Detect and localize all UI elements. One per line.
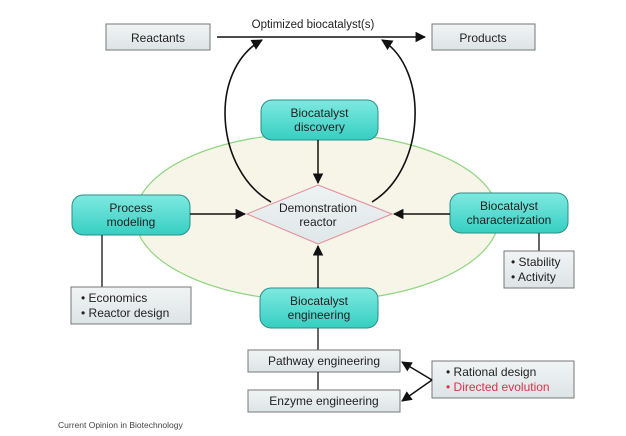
note-stability: • Stability (511, 255, 561, 269)
biocatalyst-discovery-line1: Biocatalyst (290, 106, 349, 120)
note-rational-design: • Rational design (446, 365, 536, 379)
pathway-engineering-label: Pathway engineering (268, 354, 380, 368)
pathway-engineering-box (247, 349, 401, 373)
figure-caption: Current Opinion in Biotechnology (58, 420, 183, 430)
reactants-box (105, 23, 211, 51)
note-activity: • Activity (511, 270, 556, 284)
right-feedback-arc (371, 39, 416, 203)
enzyme-engineering-label: Enzyme engineering (269, 394, 378, 408)
enzyme-engineering-box (247, 389, 401, 413)
methods-notes-box (431, 360, 575, 399)
stability-notes-box (503, 250, 575, 289)
demonstration-reactor-diamond (245, 184, 394, 245)
reactants-label: Reactants (131, 31, 185, 45)
demonstration-reactor-line1: Demonstration (279, 201, 357, 215)
biocatalyst-discovery-line2: discovery (294, 120, 345, 134)
characterization-line2: characterization (467, 213, 552, 227)
optimized-biocatalyst-label: Optimized biocatalyst(s) (252, 19, 375, 31)
engineering-line1: Biocatalyst (290, 294, 349, 308)
note-reactor-design: • Reactor design (81, 306, 169, 320)
products-box (431, 23, 536, 51)
economics-notes-box (70, 286, 192, 325)
note-economics: • Economics (81, 291, 147, 305)
methods-to-enzyme-arrow (401, 379, 433, 402)
biocatalyst-engineering-node (259, 287, 379, 329)
process-modeling-line1: Process (109, 201, 152, 215)
demonstration-reactor-line2: reactor (299, 215, 336, 229)
biocatalyst-discovery-node (260, 99, 379, 141)
biocatalyst-characterization-node (449, 192, 569, 234)
process-modeling-node (71, 194, 191, 236)
note-directed-evolution: • Directed evolution (446, 380, 550, 394)
products-label: Products (459, 31, 506, 45)
left-feedback-arc (224, 39, 272, 203)
methods-to-pathway-arrow (401, 361, 433, 381)
characterization-line1: Biocatalyst (480, 199, 539, 213)
engineering-line2: engineering (288, 308, 351, 322)
process-modeling-line2: modeling (107, 215, 156, 229)
